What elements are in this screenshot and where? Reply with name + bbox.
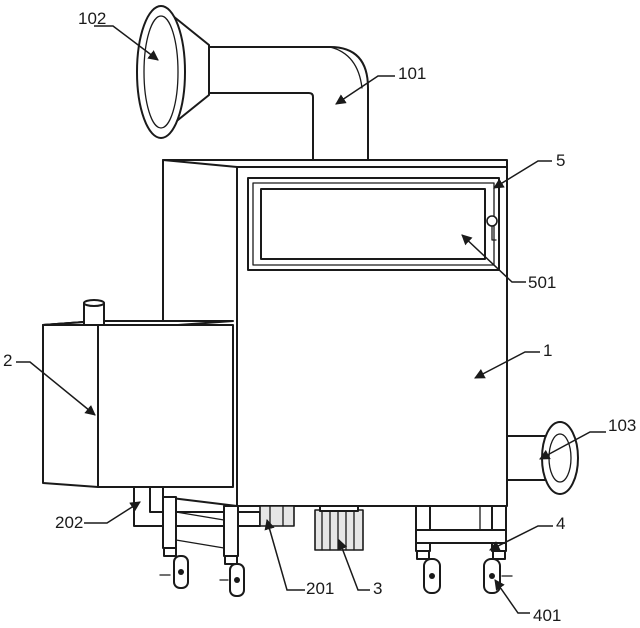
tank-left bbox=[42, 320, 99, 488]
window-handle-icon bbox=[486, 215, 498, 227]
hood-rim bbox=[136, 5, 186, 139]
leader-lines bbox=[16, 25, 606, 614]
outlet-pipe bbox=[506, 421, 579, 495]
label-501: 501 bbox=[528, 273, 556, 292]
part-labels: 102 101 5 501 1 2 103 202 4 201 3 401 bbox=[3, 9, 636, 625]
label-101: 101 bbox=[398, 64, 426, 83]
wheel-3 bbox=[416, 550, 441, 594]
window-glass bbox=[260, 188, 486, 260]
frame-leg-front bbox=[415, 505, 431, 552]
suction-hood bbox=[136, 5, 210, 139]
wheel-4 bbox=[483, 550, 513, 594]
outlet-flange bbox=[541, 421, 579, 495]
label-5: 5 bbox=[556, 151, 565, 170]
wheel-2 bbox=[219, 555, 245, 597]
exhaust-pipe bbox=[198, 46, 369, 161]
label-102: 102 bbox=[78, 9, 106, 28]
motor bbox=[314, 505, 364, 551]
label-3: 3 bbox=[373, 579, 382, 598]
wheels bbox=[159, 547, 513, 597]
window-frame bbox=[247, 177, 500, 271]
label-401: 401 bbox=[533, 606, 561, 625]
label-201: 201 bbox=[306, 579, 334, 598]
label-1: 1 bbox=[543, 341, 552, 360]
frame-leg-right bbox=[491, 505, 507, 552]
tank-front bbox=[97, 324, 234, 488]
pipe-valve bbox=[259, 505, 295, 527]
label-103: 103 bbox=[608, 416, 636, 435]
side-tank bbox=[42, 299, 234, 488]
label-202: 202 bbox=[55, 513, 83, 532]
label-2: 2 bbox=[3, 351, 12, 370]
wheel-1 bbox=[159, 547, 189, 589]
pipe-elbow bbox=[198, 46, 369, 161]
label-4: 4 bbox=[556, 514, 565, 533]
